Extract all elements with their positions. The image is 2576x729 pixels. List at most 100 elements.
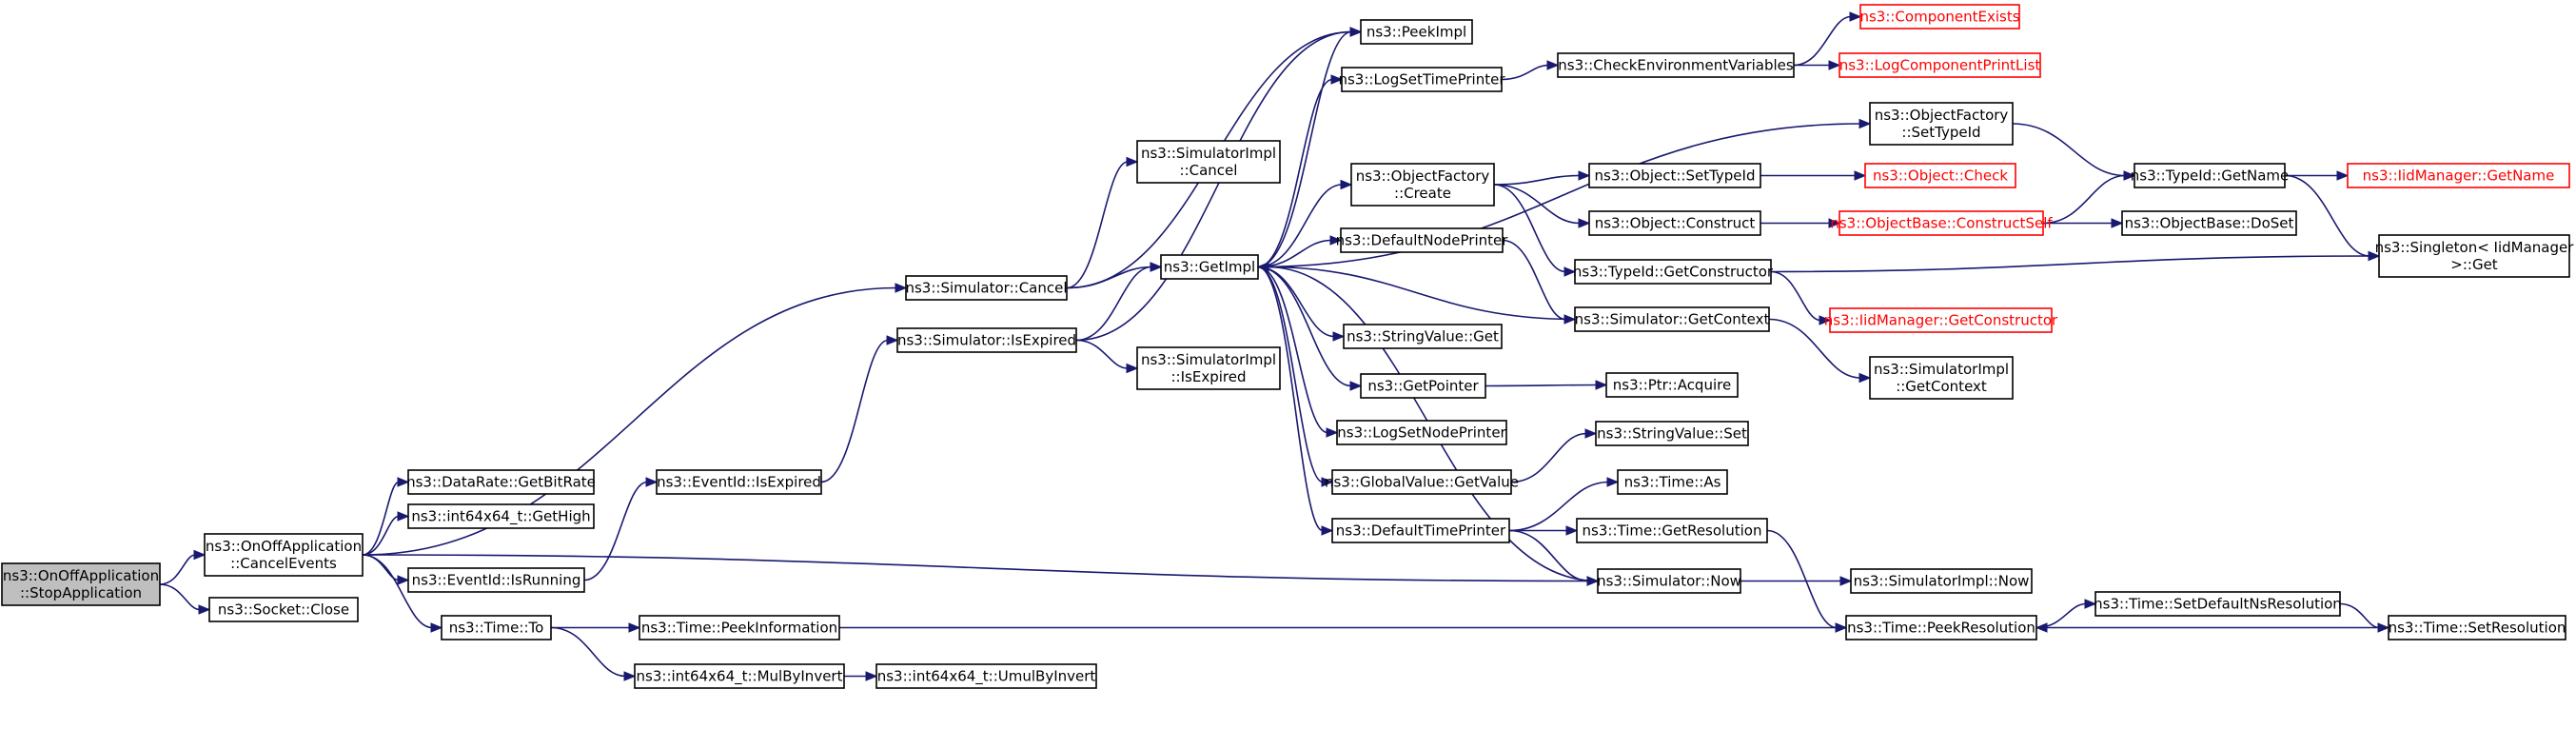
- node-box-getHigh[interactable]: [407, 503, 595, 529]
- node-defNodePrinter[interactable]: ns3::DefaultNodePrinter: [1336, 227, 1509, 253]
- node-objBaseConstructSelf[interactable]: ns3::ObjectBase::ConstructSelf: [1830, 210, 2053, 236]
- node-box-setDefNsRes[interactable]: [2094, 591, 2341, 617]
- node-box-objSetTypeId[interactable]: [1588, 163, 1761, 188]
- node-box-timeGetRes[interactable]: [1576, 518, 1768, 543]
- node-box-strValGet[interactable]: [1343, 324, 1503, 349]
- node-box-root[interactable]: [1, 562, 161, 606]
- node-setDefNsRes[interactable]: ns3::Time::SetDefaultNsResolution: [2094, 591, 2342, 617]
- node-typeIdGetName[interactable]: ns3::TypeId::GetName: [2131, 163, 2289, 188]
- node-iidGetName[interactable]: ns3::IidManager::GetName: [2347, 163, 2570, 188]
- node-box-checkEnv[interactable]: [1557, 52, 1795, 78]
- node-box-simGetContext[interactable]: [1574, 306, 1770, 332]
- node-box-typeIdGetName[interactable]: [2134, 163, 2286, 188]
- node-timeGetRes[interactable]: ns3::Time::GetResolution: [1576, 518, 1768, 543]
- node-box-peekInfo[interactable]: [639, 615, 840, 640]
- node-box-timeSetRes[interactable]: [2388, 615, 2566, 640]
- node-socketClose[interactable]: ns3::Socket::Close: [208, 597, 359, 622]
- node-compExists[interactable]: ns3::ComponentExists: [1859, 4, 2020, 30]
- node-peekInfo[interactable]: ns3::Time::PeekInformation: [639, 615, 840, 640]
- node-peekRes[interactable]: ns3::Time::PeekResolution: [1845, 615, 2037, 640]
- node-logSetNode[interactable]: ns3::LogSetNodePrinter: [1336, 420, 1507, 445]
- node-timeSetRes[interactable]: ns3::Time::SetResolution: [2388, 615, 2566, 640]
- node-box-simCancel[interactable]: [905, 275, 1068, 301]
- node-simNow[interactable]: ns3::Simulator::Now: [1597, 568, 1741, 594]
- node-box-objFactCreate[interactable]: [1350, 163, 1495, 207]
- node-box-logCompPrint[interactable]: [1839, 52, 2041, 78]
- node-cancelEvents[interactable]: ns3::OnOffApplication::CancelEvents: [204, 533, 364, 577]
- node-umulByInvert[interactable]: ns3::int64x64_t::UmulByInvert: [875, 663, 1097, 689]
- node-getHigh[interactable]: ns3::int64x64_t::GetHigh: [407, 503, 595, 529]
- node-simIsExpired[interactable]: ns3::Simulator::IsExpired: [896, 327, 1077, 353]
- node-singletonGet[interactable]: ns3::Singleton< IidManager >::Get: [2375, 234, 2575, 278]
- node-box-simImplIsExpired[interactable]: [1136, 346, 1281, 390]
- node-box-globalValGet[interactable]: [1331, 469, 1512, 495]
- node-box-umulByInvert[interactable]: [875, 663, 1097, 689]
- node-box-dataRate[interactable]: [407, 469, 595, 495]
- node-logCompPrint[interactable]: ns3::LogComponentPrintList: [1839, 52, 2041, 78]
- node-objSetTypeId[interactable]: ns3::Object::SetTypeId: [1588, 163, 1761, 188]
- node-box-isRunning[interactable]: [407, 567, 585, 593]
- node-dataRate[interactable]: ns3::DataRate::GetBitRate: [406, 469, 596, 495]
- node-box-singletonGet[interactable]: [2378, 234, 2570, 278]
- node-simImplCancel[interactable]: ns3::SimulatorImpl::Cancel: [1136, 140, 1281, 184]
- node-box-getImpl[interactable]: [1160, 254, 1259, 280]
- node-box-cancelEvents[interactable]: [204, 533, 364, 577]
- node-box-peekRes[interactable]: [1845, 615, 2037, 640]
- node-box-simImplGetContext[interactable]: [1869, 356, 2014, 400]
- node-box-mulByInvert[interactable]: [634, 663, 845, 689]
- node-simImplNow[interactable]: ns3::SimulatorImpl::Now: [1850, 568, 2033, 594]
- node-getPointer[interactable]: ns3::GetPointer: [1360, 373, 1486, 399]
- node-box-simImplNow[interactable]: [1850, 568, 2033, 594]
- node-box-compExists[interactable]: [1859, 4, 2020, 30]
- node-box-objConstruct[interactable]: [1588, 210, 1761, 236]
- node-box-objBaseDoSet[interactable]: [2121, 210, 2297, 236]
- node-ptrAcquire[interactable]: ns3::Ptr::Acquire: [1605, 372, 1739, 398]
- node-box-eventIsExpired[interactable]: [656, 469, 822, 495]
- node-box-simImplCancel[interactable]: [1136, 140, 1281, 184]
- node-isRunning[interactable]: ns3::EventId::IsRunning: [407, 567, 585, 593]
- node-box-timeTo[interactable]: [441, 615, 552, 640]
- node-box-objCheck[interactable]: [1864, 163, 2016, 188]
- node-root[interactable]: ns3::OnOffApplication::StopApplication: [1, 562, 161, 606]
- node-box-objBaseConstructSelf[interactable]: [1839, 210, 2044, 236]
- node-box-strValSet[interactable]: [1595, 421, 1749, 446]
- node-peekImpl[interactable]: ns3::PeekImpl: [1360, 19, 1473, 45]
- node-objBaseDoSet[interactable]: ns3::ObjectBase::DoSet: [2121, 210, 2297, 236]
- node-strValGet[interactable]: ns3::StringValue::Get: [1343, 324, 1503, 349]
- node-simCancel[interactable]: ns3::Simulator::Cancel: [905, 275, 1068, 301]
- node-objCheck[interactable]: ns3::Object::Check: [1864, 163, 2016, 188]
- node-globalValGet[interactable]: ns3::GlobalValue::GetValue: [1325, 469, 1519, 495]
- node-getImpl[interactable]: ns3::GetImpl: [1160, 254, 1259, 280]
- node-box-logSetTime[interactable]: [1341, 67, 1503, 92]
- node-simGetContext[interactable]: ns3::Simulator::GetContext: [1574, 306, 1770, 332]
- node-box-defTimePrinter[interactable]: [1331, 518, 1510, 543]
- node-box-logSetNode[interactable]: [1336, 420, 1507, 445]
- node-box-simNow[interactable]: [1597, 568, 1741, 594]
- node-box-iidGetName[interactable]: [2347, 163, 2570, 188]
- node-simImplIsExpired[interactable]: ns3::SimulatorImpl::IsExpired: [1136, 346, 1281, 390]
- node-objFactSetTypeId[interactable]: ns3::ObjectFactory::SetTypeId: [1869, 102, 2014, 146]
- node-defTimePrinter[interactable]: ns3::DefaultTimePrinter: [1331, 518, 1510, 543]
- node-checkEnv[interactable]: ns3::CheckEnvironmentVariables: [1557, 52, 1795, 78]
- node-box-objFactSetTypeId[interactable]: [1869, 102, 2014, 146]
- node-box-getPointer[interactable]: [1360, 373, 1486, 399]
- node-box-timeAs[interactable]: [1617, 469, 1728, 495]
- node-box-ptrAcquire[interactable]: [1605, 372, 1739, 398]
- node-logSetTime[interactable]: ns3::LogSetTimePrinter: [1338, 67, 1505, 92]
- node-timeTo[interactable]: ns3::Time::To: [441, 615, 552, 640]
- node-box-peekImpl[interactable]: [1360, 19, 1473, 45]
- node-simImplGetContext[interactable]: ns3::SimulatorImpl::GetContext: [1869, 356, 2014, 400]
- node-objFactCreate[interactable]: ns3::ObjectFactory::Create: [1350, 163, 1495, 207]
- node-typeIdGetCons[interactable]: ns3::TypeId::GetConstructor: [1573, 259, 1774, 285]
- node-box-simIsExpired[interactable]: [896, 327, 1077, 353]
- node-box-defNodePrinter[interactable]: [1340, 227, 1504, 253]
- node-strValSet[interactable]: ns3::StringValue::Set: [1595, 421, 1749, 446]
- node-objConstruct[interactable]: ns3::Object::Construct: [1588, 210, 1761, 236]
- node-box-typeIdGetCons[interactable]: [1574, 259, 1772, 285]
- node-timeAs[interactable]: ns3::Time::As: [1617, 469, 1728, 495]
- node-mulByInvert[interactable]: ns3::int64x64_t::MulByInvert: [634, 663, 845, 689]
- node-box-iidGetCons[interactable]: [1829, 307, 2053, 333]
- node-eventIsExpired[interactable]: ns3::EventId::IsExpired: [656, 469, 822, 495]
- node-iidGetCons[interactable]: ns3::IidManager::GetConstructor: [1824, 307, 2058, 333]
- node-box-socketClose[interactable]: [208, 597, 359, 622]
